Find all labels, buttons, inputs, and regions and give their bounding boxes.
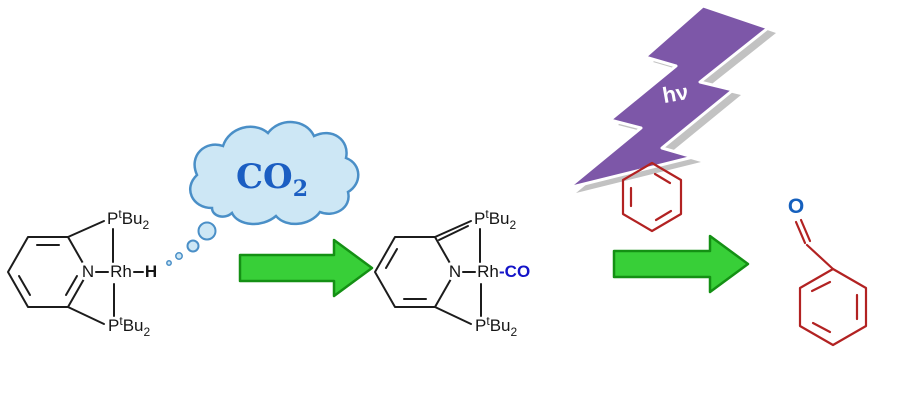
label-backing: [78, 261, 98, 281]
rhodium-carbonyl-complex: N PtBu2 Rh -CO PtBu2: [374, 207, 530, 339]
label-backing: [445, 261, 465, 281]
bond-arm-top: [67, 220, 105, 238]
hv-label: hν: [661, 79, 691, 108]
co2-thought-cloud: CO2: [166, 120, 360, 266]
carbonyl-oxygen-label: O: [788, 195, 804, 218]
pyridine-ring: [374, 236, 456, 308]
benzene-ring: [621, 161, 683, 233]
benzaldehyde-molecule: O: [788, 195, 868, 347]
nitrogen-label: N: [82, 262, 94, 281]
bond-arm-top-double-2: [438, 225, 469, 241]
carbonyl-label: -CO: [499, 262, 530, 281]
ring-inner-bond: [18, 275, 31, 296]
ring-inner-bond: [385, 248, 398, 269]
thought-bubble: [166, 260, 172, 266]
hydride-label: H: [145, 262, 157, 281]
phosphine-top-label: PtBu2: [107, 207, 149, 232]
benzene-inner-bond: [653, 172, 672, 185]
cloud-shape: [189, 120, 360, 226]
ring-inner-bond: [811, 321, 832, 334]
lightning-bolt-shape: [566, 4, 770, 190]
benzaldehyde-ring: [798, 267, 868, 347]
thought-bubble: [186, 239, 200, 253]
carbonyl-double-bond: [794, 220, 807, 245]
reaction-arrow-1: [238, 238, 374, 298]
rhodium-label: Rh: [477, 262, 499, 281]
benzene-molecule: [621, 161, 683, 233]
bond-arm-bottom: [434, 306, 472, 325]
phosphine-bottom-label: PtBu2: [475, 314, 517, 339]
hv-lightning-bolt: hν: [566, 4, 776, 193]
rhodium-label: Rh: [110, 262, 132, 281]
ring-inner-bond: [810, 280, 832, 293]
co2-label: CO2: [236, 157, 308, 202]
pyridine-ring: [7, 236, 89, 308]
bond-arm-bottom: [67, 306, 105, 325]
phosphine-bottom-label: PtBu2: [108, 314, 150, 339]
carbonyl-double-bond: [799, 218, 812, 243]
rhodium-hydride-complex: N PtBu2 Rh H PtBu2: [7, 207, 157, 339]
bond-ring-cho: [805, 243, 835, 271]
phosphine-top-label: PtBu2: [474, 207, 516, 232]
bond-arm-top-double-1: [434, 220, 472, 238]
thought-bubble: [175, 252, 183, 260]
ring-inner-bond: [65, 275, 78, 296]
benzene-inner-bond: [654, 209, 673, 222]
reaction-arrow-2: [612, 234, 750, 294]
thought-bubble: [197, 221, 217, 241]
nitrogen-label: N: [449, 262, 461, 281]
